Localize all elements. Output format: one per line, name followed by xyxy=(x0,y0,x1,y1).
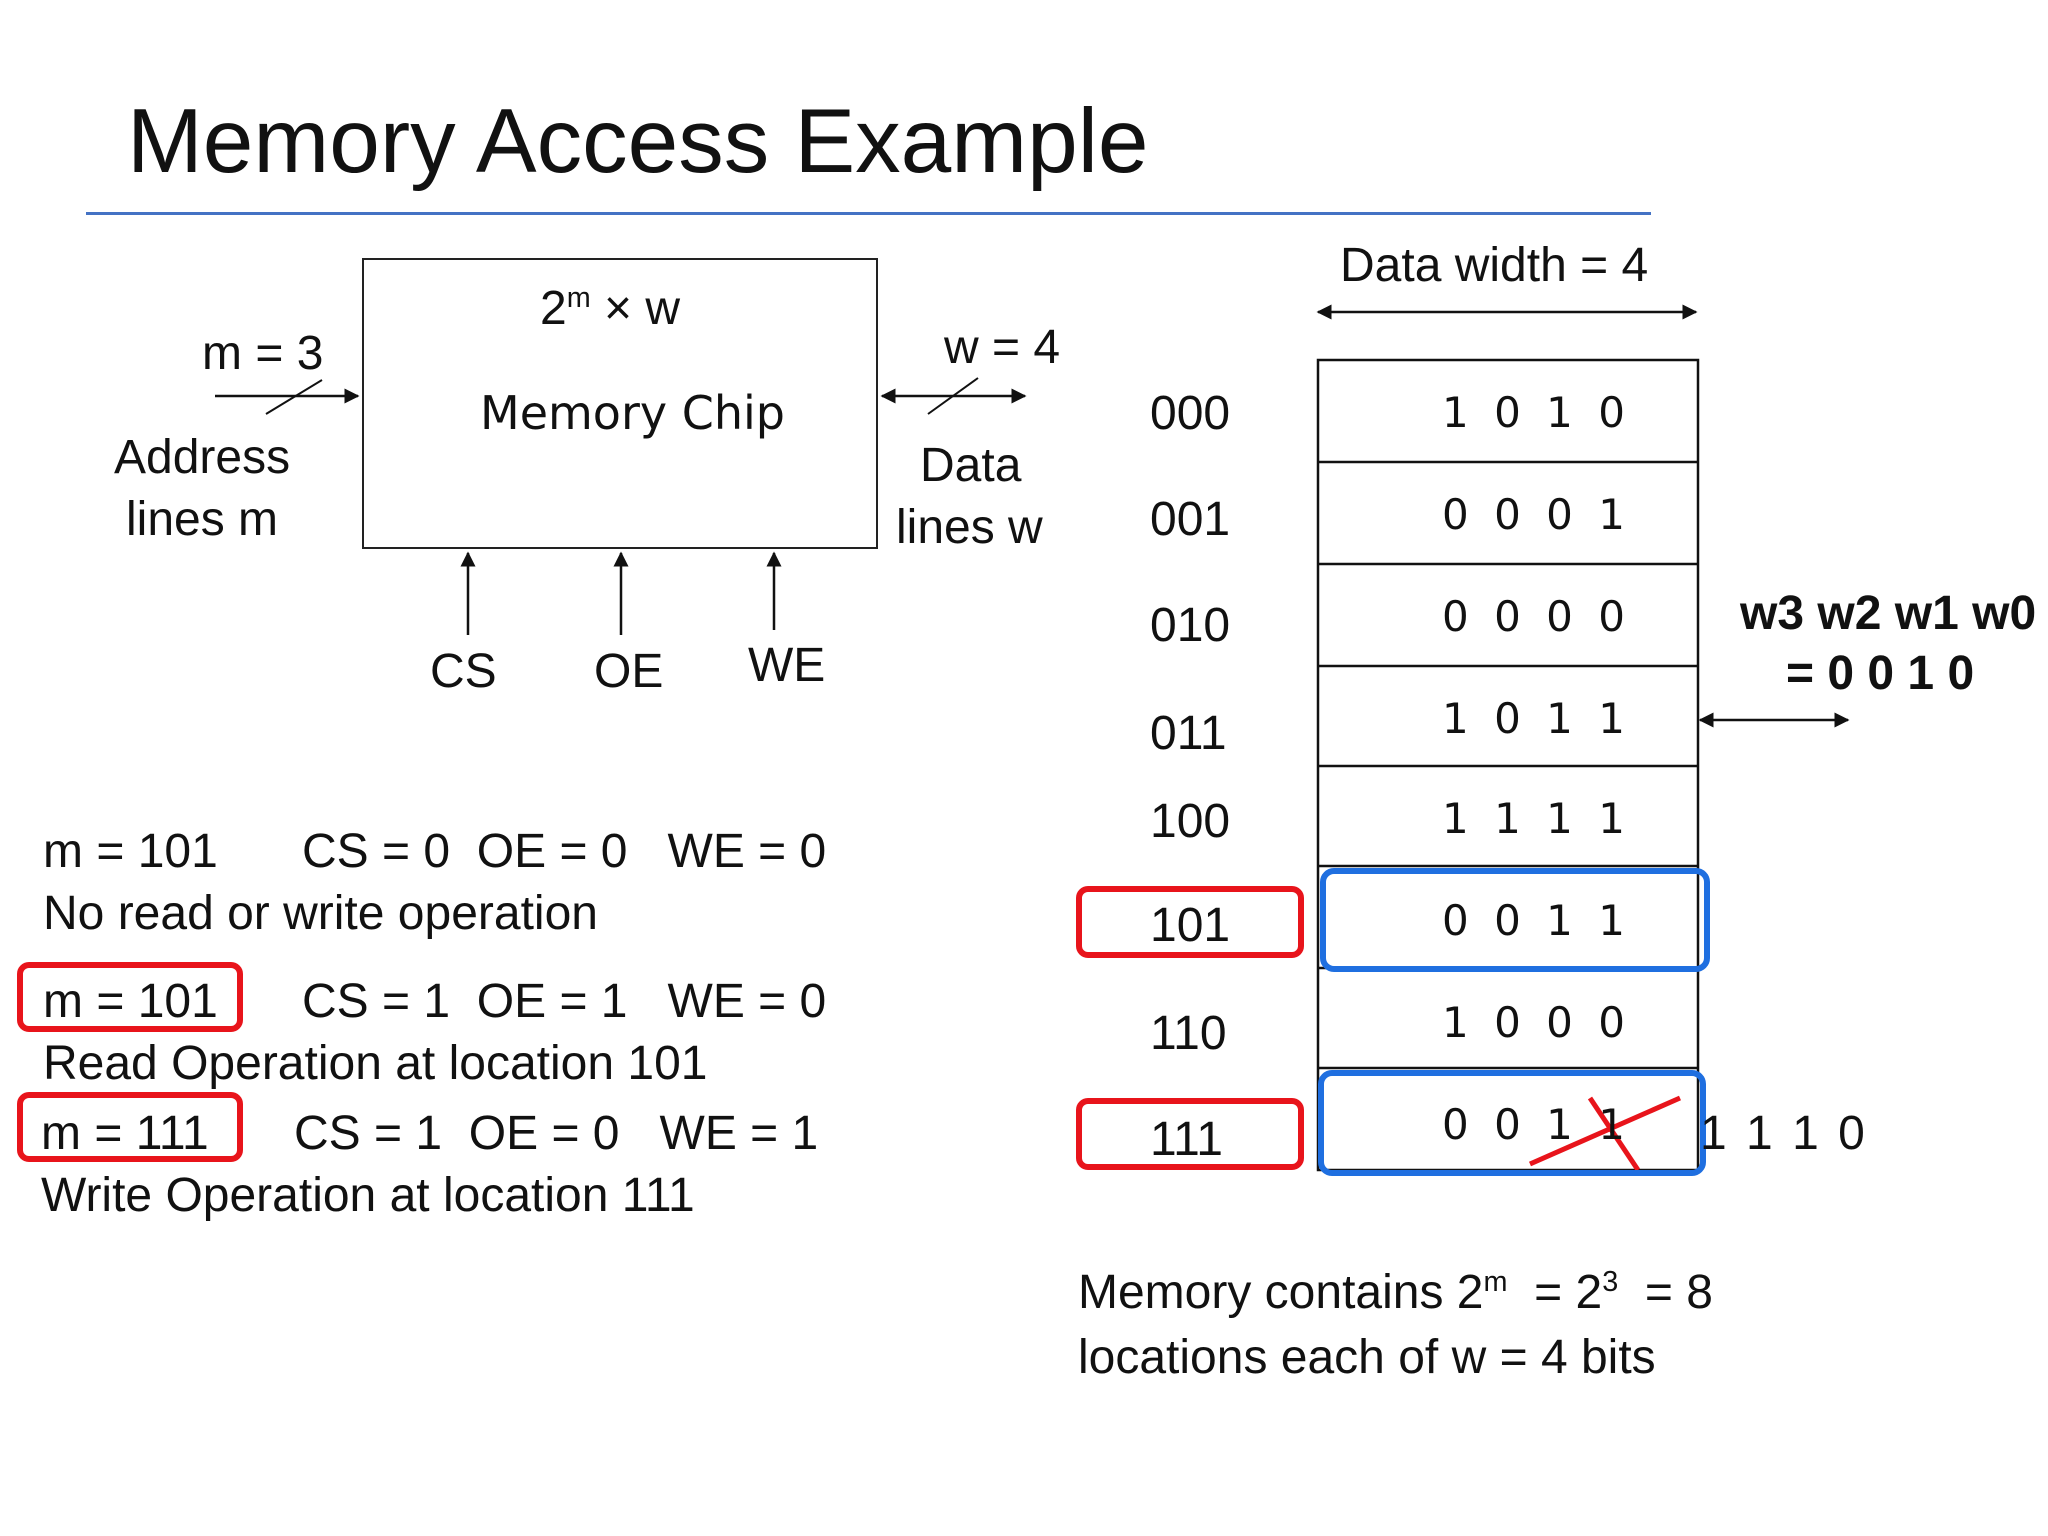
data-bus-slash xyxy=(927,377,979,415)
memory-chip-box xyxy=(362,258,878,549)
statement-1-signals: CS = 0 OE = 0 WE = 0 xyxy=(302,825,827,878)
cell-000: 1 0 1 0 xyxy=(1442,388,1631,437)
statement-2-highlight xyxy=(17,962,243,1032)
statement-3-description: Write Operation at location 111 xyxy=(41,1169,695,1222)
cell-110: 1 0 0 0 xyxy=(1442,998,1631,1047)
summary-text-c: = 8 xyxy=(1618,1266,1713,1319)
chip-size-exponent: m xyxy=(566,282,591,314)
address-lines-label-2: lines m xyxy=(126,493,279,546)
address-000: 000 xyxy=(1150,387,1231,440)
cell-010: 0 0 0 0 xyxy=(1442,592,1631,641)
cell-100: 1 1 1 1 xyxy=(1442,794,1631,843)
address-lines-label-1: Address xyxy=(114,431,291,484)
summary-text-a: Memory contains 2 xyxy=(1078,1266,1484,1319)
address-001: 001 xyxy=(1150,493,1231,546)
address-111: 111 xyxy=(1150,1113,1223,1166)
chip-size-label: 2m × w xyxy=(540,284,680,333)
cell-011: 1 0 1 1 xyxy=(1442,694,1631,743)
chip-name: Memory Chip xyxy=(480,386,785,440)
we-label: WE xyxy=(748,639,826,692)
statement-3-address: m = 111 xyxy=(41,1107,209,1160)
title-divider xyxy=(86,212,1651,215)
data-width-label: w = 4 xyxy=(944,321,1061,374)
address-100: 100 xyxy=(1150,795,1231,848)
summary-exp-m: m xyxy=(1483,1266,1508,1298)
statement-3-highlight xyxy=(17,1092,243,1162)
address-101-highlight xyxy=(1076,886,1304,958)
address-111-highlight xyxy=(1076,1098,1304,1170)
summary-exp-3: 3 xyxy=(1602,1266,1619,1298)
page-title: Memory Access Example xyxy=(127,91,1149,192)
cross-stroke-1 xyxy=(1528,1095,1682,1167)
summary-line-2: locations each of w = 4 bits xyxy=(1078,1331,1656,1384)
read-location-highlight xyxy=(1320,868,1710,972)
chip-size-base: 2 xyxy=(540,282,567,335)
bit-values: = 0 0 1 0 xyxy=(1786,647,1975,700)
address-110: 110 xyxy=(1150,1007,1227,1060)
statement-2-description: Read Operation at location 101 xyxy=(43,1037,708,1090)
address-bus-slash xyxy=(265,379,323,415)
cross-stroke-2 xyxy=(1587,1096,1641,1172)
summary-line-1: Memory contains 2m = 23 = 8 xyxy=(1078,1268,1713,1317)
write-location-highlight xyxy=(1318,1070,1706,1176)
chip-size-rest: × w xyxy=(590,282,681,335)
address-width-label: m = 3 xyxy=(202,327,324,380)
data-lines-label-1: Data xyxy=(920,439,1022,492)
data-lines-label-2: lines w xyxy=(896,501,1043,554)
address-101: 101 xyxy=(1150,899,1231,952)
cs-label: CS xyxy=(430,645,497,698)
summary-text-b: = 2 xyxy=(1507,1266,1603,1319)
cell-101: 0 0 1 1 xyxy=(1442,896,1631,945)
address-010: 010 xyxy=(1150,599,1231,652)
cell-111-new-value: 1 1 1 0 xyxy=(1700,1107,1865,1160)
memory-table xyxy=(1316,358,1700,1172)
statement-2-address: m = 101 xyxy=(43,975,218,1028)
data-width-title: Data width = 4 xyxy=(1340,239,1649,292)
statement-2-signals: CS = 1 OE = 1 WE = 0 xyxy=(302,975,827,1028)
statement-1-address: m = 101 xyxy=(43,825,218,878)
statement-1-description: No read or write operation xyxy=(43,887,598,940)
bit-labels: w3 w2 w1 w0 xyxy=(1740,587,2037,640)
statement-3-signals: CS = 1 OE = 0 WE = 1 xyxy=(294,1107,819,1160)
address-011: 011 xyxy=(1150,707,1227,760)
cell-111-old: 0 0 1 1 xyxy=(1442,1100,1631,1149)
cell-001: 0 0 0 1 xyxy=(1442,490,1631,539)
oe-label: OE xyxy=(594,645,664,698)
